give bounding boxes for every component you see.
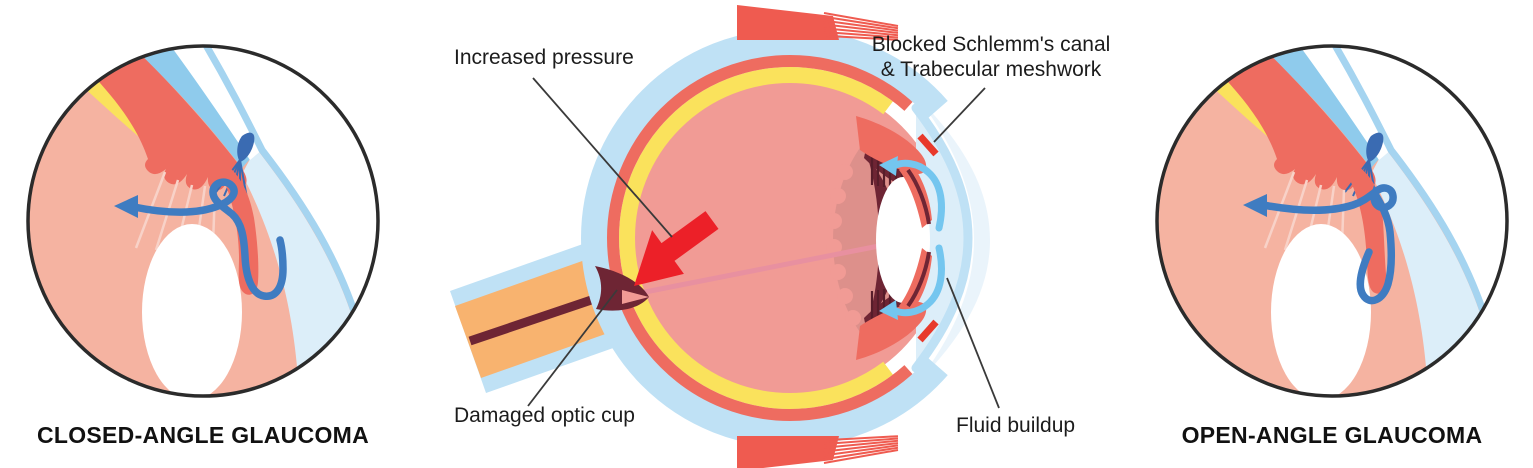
damaged-optic-cup-label: Damaged optic cup — [454, 404, 635, 427]
callout-lines — [527, 77, 1000, 409]
iris-ciliary-upper — [856, 116, 932, 228]
pressure-arrow — [634, 211, 719, 286]
flow-arrowhead — [1243, 194, 1267, 217]
blocked-canal-mark-upper — [917, 133, 939, 157]
blocked-canal-label-line2: & Trabecular meshwork — [880, 58, 1102, 81]
damaged-optic-cup-line — [527, 289, 618, 407]
blocked-flow-arrow — [114, 178, 287, 300]
open-angle-caption: OPEN-ANGLE GLAUCOMA — [1181, 422, 1483, 448]
blocked-canal-label-line1: Blocked Schlemm's canal — [871, 33, 1111, 56]
open-angle-inset — [1155, 44, 1509, 398]
inset-circle-outline — [26, 44, 380, 398]
aqueous-flow-arrow-upper — [879, 156, 945, 232]
eye-cross-section — [450, 5, 999, 468]
blocked-flow-arrow — [1243, 184, 1397, 305]
blocked-canal-mark-lower — [917, 319, 939, 343]
outer-eye-crescent — [918, 98, 990, 382]
flow-arrowhead — [114, 195, 138, 218]
blocked-canal-line — [933, 87, 986, 143]
sclera-ring — [581, 29, 999, 447]
closed-angle-inset — [26, 44, 380, 398]
iris-ciliary-lower — [856, 248, 932, 360]
inferior-rectus-muscle — [737, 435, 899, 468]
increased-pressure-line — [532, 77, 673, 238]
inset-circle-outline — [1155, 44, 1509, 398]
closed-angle-caption: CLOSED-ANGLE GLAUCOMA — [36, 422, 370, 448]
blocked-canal-label: Blocked Schlemm's canal & Trabecular mes… — [831, 32, 1151, 82]
hyaloid-vessel — [639, 242, 885, 296]
fluid-buildup-line — [946, 277, 1000, 409]
aqueous-flow-arrow-lower — [879, 244, 945, 320]
choroid-ring — [603, 51, 977, 425]
damaged-optic-cup — [595, 266, 649, 311]
superior-rectus-muscle — [737, 5, 899, 41]
increased-pressure-label: Increased pressure — [454, 46, 634, 69]
retina-ring — [619, 67, 961, 409]
fluid-buildup-label: Fluid buildup — [956, 414, 1076, 437]
